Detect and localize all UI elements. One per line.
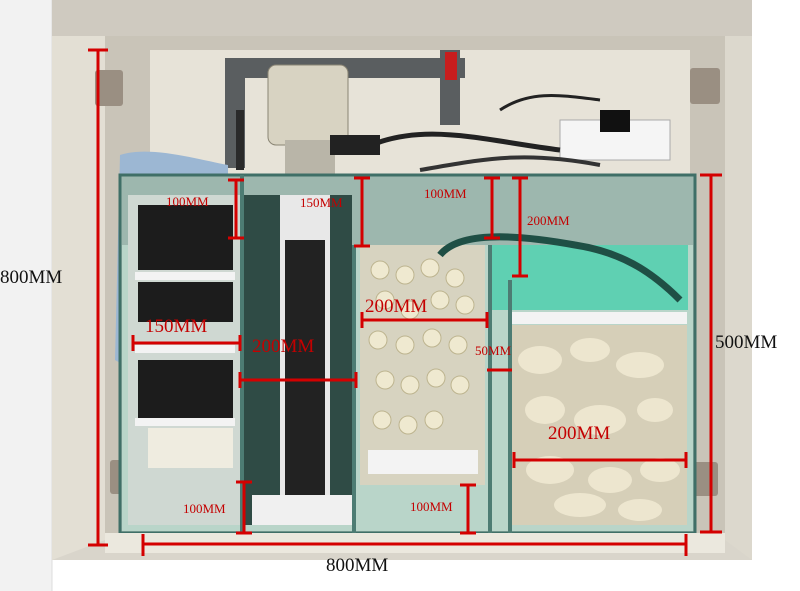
coral-rubble <box>518 338 680 521</box>
ceramic-rings <box>368 258 475 435</box>
baffles <box>240 175 512 533</box>
baffle-gap-label: 50MM <box>475 343 512 358</box>
skimmer-pump <box>285 240 325 500</box>
weir-left-label: 100MM <box>166 194 209 209</box>
refugium-shelf <box>512 312 687 324</box>
dimension-lines <box>88 48 722 556</box>
sponge-width-label: 150MM <box>145 316 208 337</box>
media-chamber <box>360 245 485 485</box>
skimmer-grid <box>252 495 352 525</box>
weir-right-label: 100MM <box>424 186 467 201</box>
tank-height-label: 500MM <box>715 332 778 353</box>
overall-width-label: 800MM <box>326 555 389 576</box>
power-strip <box>358 94 671 172</box>
overall-height-label: 800MM <box>0 267 63 288</box>
bottom-gap-center-label: 100MM <box>410 499 453 514</box>
return-hose <box>437 233 683 303</box>
rock-width-label: 200MM <box>548 423 611 444</box>
cabinet-left-door <box>52 0 105 560</box>
black-sponges <box>138 205 233 420</box>
left-gray-strip <box>0 0 52 591</box>
media-width-label: 200MM <box>365 296 428 317</box>
protein-skimmer <box>267 64 380 180</box>
bottom-gap-left-label: 100MM <box>183 501 226 516</box>
media-shelf <box>368 450 478 474</box>
sponge-shelves <box>135 272 235 426</box>
cabinet-right-door <box>725 0 752 560</box>
cabinet-top-rail <box>52 0 752 36</box>
overflow-height-label: 200MM <box>527 213 570 228</box>
weir-center-label: 150MM <box>300 195 343 210</box>
skimmer-width-label: 200MM <box>252 336 315 357</box>
filter-sock-media <box>148 428 233 468</box>
